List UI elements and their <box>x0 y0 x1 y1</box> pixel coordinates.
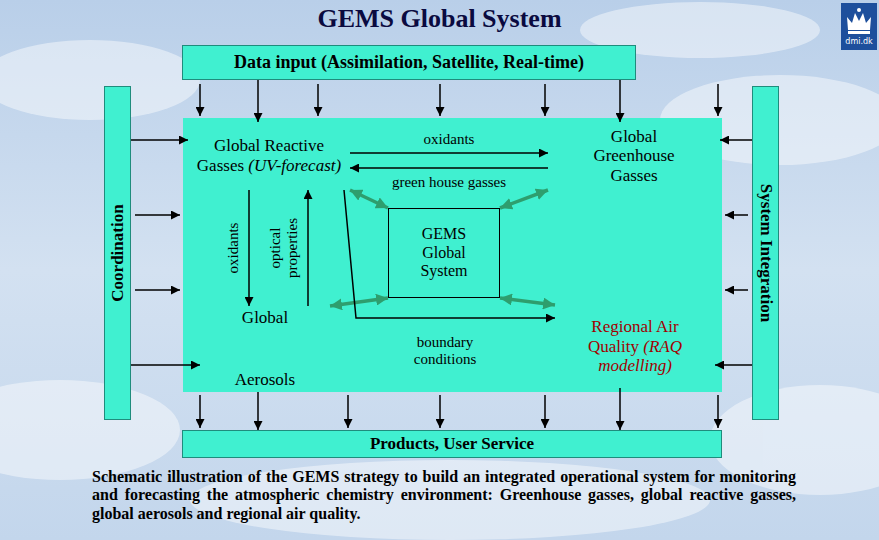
flow-arrow <box>347 395 349 428</box>
logo-ground <box>841 3 877 50</box>
flow-arrow <box>725 214 748 216</box>
node-text: Global Greenhouse Gasses <box>582 127 686 186</box>
aerosols-area: GlobalAerosols <box>200 306 330 392</box>
flow-arrow <box>135 214 180 216</box>
flow-arrow <box>439 84 441 116</box>
node-label: GEMS Global System <box>420 225 467 279</box>
flow-arrow <box>717 84 719 116</box>
band-label: Coordination <box>108 86 128 420</box>
flow-arrow <box>439 395 441 428</box>
flow-connector <box>720 139 752 141</box>
flow-arrow <box>544 395 546 428</box>
flow-arrow <box>199 395 201 428</box>
coordination-band: Coordination <box>104 86 131 420</box>
reactive-gases-area: Global Reactive Gasses(UV-forecast) <box>188 122 350 190</box>
node-text: Regional Air Quality(RAQ modelling) <box>575 317 695 376</box>
slide-title: GEMS Global System <box>0 4 879 34</box>
flow-arrow <box>199 84 201 116</box>
flow-connector <box>257 80 259 122</box>
exchange-arrow <box>500 298 555 305</box>
output-band: Products, User Service <box>182 430 722 458</box>
node-text: Data input (Assimilation, Satellite, Rea… <box>234 52 584 73</box>
air-quality-area: Regional Air Quality(RAQ modelling) <box>555 305 715 388</box>
connector-label: green house gasses <box>374 174 524 191</box>
flow-connector <box>248 190 250 306</box>
node-label: Data input (Assimilation, Satellite, Rea… <box>234 52 584 72</box>
flow-arrow <box>717 395 719 428</box>
exchange-arrow <box>330 298 388 306</box>
connector-label: optical properties <box>267 203 300 293</box>
flow-connector <box>344 190 555 318</box>
exchange-arrow <box>500 190 548 208</box>
flow-connector <box>257 392 259 430</box>
node-text: Global Reactive Gasses(UV-forecast) <box>194 136 344 175</box>
flow-connector <box>715 364 752 366</box>
flow-connector <box>619 388 621 430</box>
integration-band: System Integration <box>752 86 779 420</box>
logo-text: dmi.dk <box>841 37 877 46</box>
flow-arrow <box>317 84 319 116</box>
greenhouse-gases-area: Global Greenhouse Gasses <box>548 122 720 190</box>
node-label: (UV-forecast) <box>248 156 341 175</box>
node-label: Aerosols <box>235 370 295 390</box>
caption: Schematic illustration of the GEMS strat… <box>92 468 796 523</box>
flow-connector <box>131 139 188 141</box>
band-label: System Integration <box>756 86 776 420</box>
data-flow-arrows <box>135 84 748 428</box>
flow-connector <box>350 152 548 154</box>
flow-connector <box>619 80 621 122</box>
flow-connector <box>131 364 200 366</box>
exchange-arrow <box>350 190 388 208</box>
node-label: Products, User Service <box>370 434 534 453</box>
model-panel <box>183 118 722 392</box>
connector-label: boundary conditions <box>395 334 495 367</box>
connector-label: oxidants <box>225 208 242 288</box>
node-text: Products, User Service <box>370 434 534 454</box>
flow-connector <box>307 190 309 306</box>
crown-symbol <box>847 8 871 34</box>
node-text: GEMS Global System <box>403 225 485 280</box>
connector-label: oxidants <box>389 131 509 148</box>
flow-arrow <box>544 84 546 116</box>
flow-arrow <box>725 289 748 291</box>
input-band: Data input (Assimilation, Satellite, Rea… <box>182 45 636 80</box>
core-system-box: GEMS Global System <box>388 208 500 298</box>
node-label: Global <box>242 308 288 328</box>
flow-arrow <box>135 289 180 291</box>
node-label: Global Greenhouse Gasses <box>593 127 674 185</box>
flow-connector <box>350 167 548 169</box>
